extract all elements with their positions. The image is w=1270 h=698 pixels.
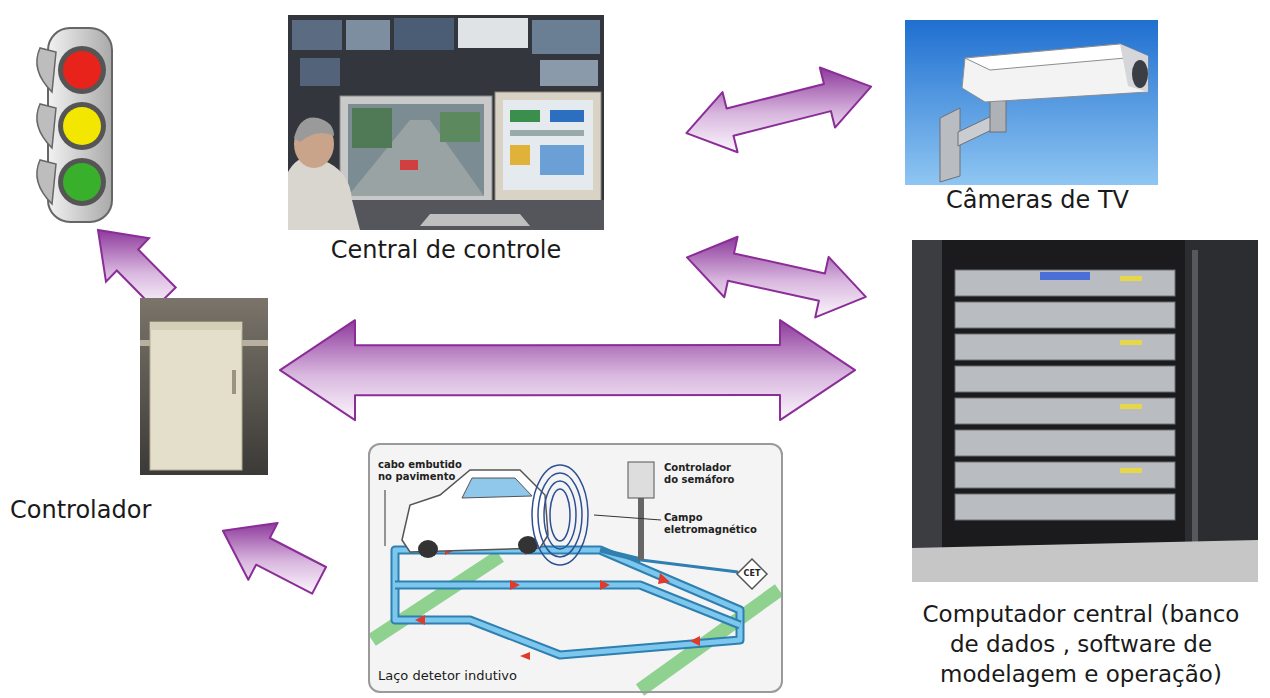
central-computer-box: Computador central (banco de dados , sof…: [900, 236, 1262, 692]
camera-box: Câmeras de TV: [905, 18, 1170, 218]
server-rack-photo: [912, 240, 1258, 582]
illustration-label: Controlador do semáforo: [664, 462, 748, 485]
controller-box: Controlador: [8, 296, 270, 528]
inductive-loop-illustration: [368, 443, 783, 693]
control-room-photo: [288, 15, 604, 230]
control-room-box: Central de controle: [288, 12, 604, 270]
traffic-light: [37, 28, 112, 222]
camera-photo: [905, 20, 1158, 185]
controller-cabinet-photo: [140, 298, 268, 475]
caption: Controlador: [10, 495, 151, 526]
caption: Laço detetor indutivo: [378, 668, 517, 685]
flow-arrow: [280, 320, 855, 420]
caption: Central de controle: [331, 235, 562, 266]
caption: Câmeras de TV: [946, 185, 1129, 216]
illustration-label: cabo embutido no pavimento: [378, 459, 464, 482]
flow-arrow: [687, 237, 866, 318]
illustration-label: Campo eletromagnético: [664, 512, 764, 535]
illustration-label: CET: [737, 569, 767, 578]
flow-arrow: [223, 523, 326, 594]
signal-arrow: [98, 230, 176, 309]
caption: Computador central (banco de dados , sof…: [906, 600, 1256, 690]
flow-arrow: [686, 68, 871, 153]
